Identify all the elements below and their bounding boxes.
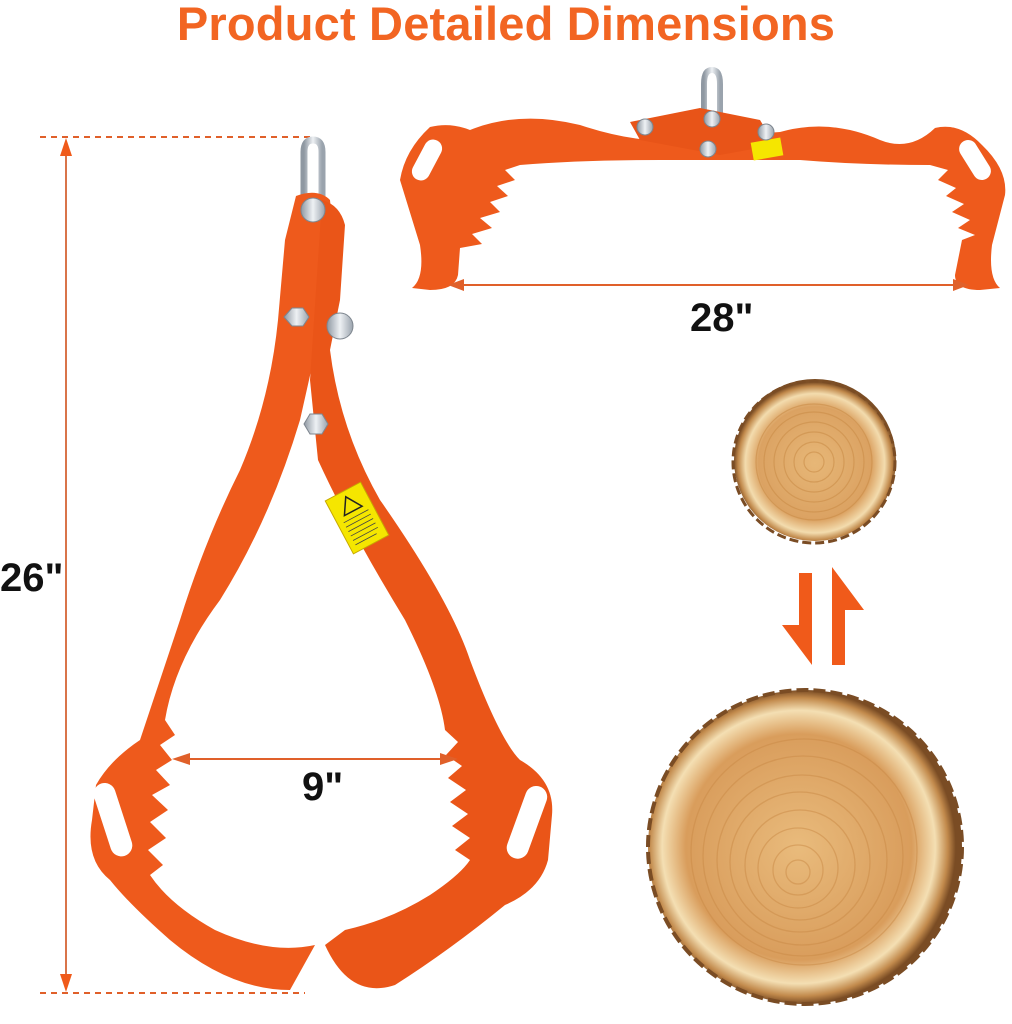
page-title: Product Detailed Dimensions: [176, 0, 836, 50]
log-tongs-horizontal: [400, 66, 1006, 291]
jaw-opening-dimension-label: 9": [302, 765, 344, 809]
height-dimension: [40, 136, 310, 994]
height-dimension-label: 26": [0, 556, 64, 600]
warning-label-icon: [324, 481, 390, 555]
up-down-arrows-icon: [782, 567, 864, 665]
jaw-opening-dimension: [172, 753, 458, 765]
small-log-slice: [731, 379, 897, 545]
length-dimension-label: 28": [690, 296, 754, 340]
handle-slot-left: [93, 783, 133, 857]
handle-slot-right: [506, 785, 548, 859]
pivot-bolts: [283, 197, 354, 435]
log-tongs-vertical: [90, 136, 553, 991]
large-log-slice: [646, 688, 964, 1006]
